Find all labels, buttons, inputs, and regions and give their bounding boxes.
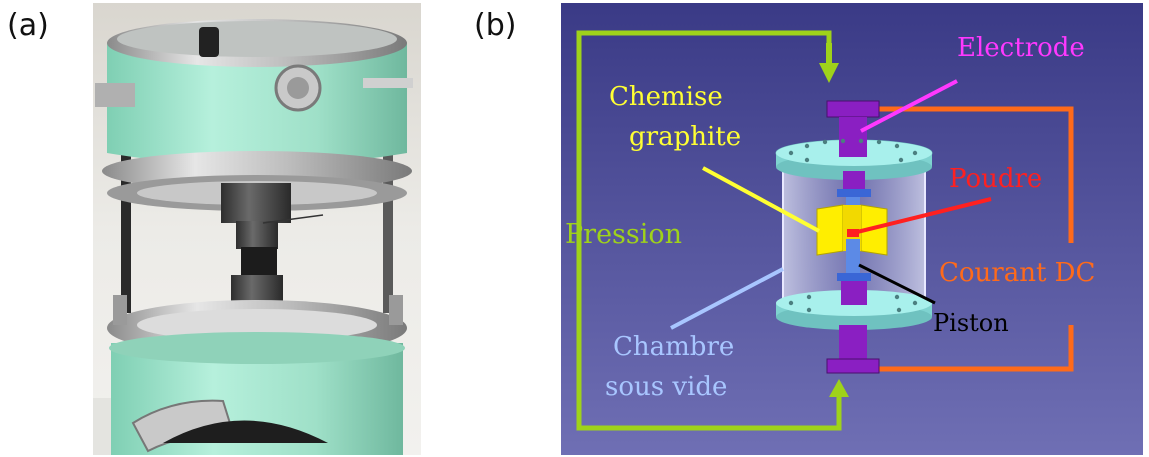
label-chemise-line2: graphite (629, 122, 741, 152)
lower-piston (846, 239, 860, 273)
poudre-leader (852, 197, 992, 235)
sps-schematic: Electrode Chemise graphite Poudre Pressi… (561, 3, 1143, 455)
graphite-die-left (816, 204, 844, 256)
label-chambre-line2: sous vide (605, 372, 727, 402)
label-chemise-line1: Chemise (609, 82, 723, 112)
chambre-leader (670, 267, 784, 330)
label-piston: Piston (933, 309, 1009, 337)
panel-a-letter: (a) (7, 8, 49, 43)
label-chambre-line1: Chambre (613, 332, 734, 362)
panel-b-letter: (b) (474, 8, 517, 43)
pression-arrow-top (819, 63, 839, 83)
lower-electrode-cap (826, 358, 880, 374)
courant-loop-lower (861, 325, 1074, 372)
lower-electrode (839, 325, 867, 361)
label-pression: Pression (565, 219, 682, 250)
pression-loop (576, 30, 842, 431)
upper-electrode-cap (826, 100, 880, 118)
electrode-leader (860, 79, 958, 133)
label-poudre: Poudre (949, 164, 1042, 194)
piston-leader (858, 263, 936, 305)
sps-machine-photo (93, 3, 421, 455)
courant-loop (861, 106, 1074, 243)
label-courant-dc: Courant DC (939, 258, 1095, 288)
upper-electrode (839, 117, 867, 157)
label-electrode: Electrode (957, 33, 1085, 63)
chemise-leader (702, 166, 820, 233)
pression-arrow-bottom (829, 379, 849, 397)
